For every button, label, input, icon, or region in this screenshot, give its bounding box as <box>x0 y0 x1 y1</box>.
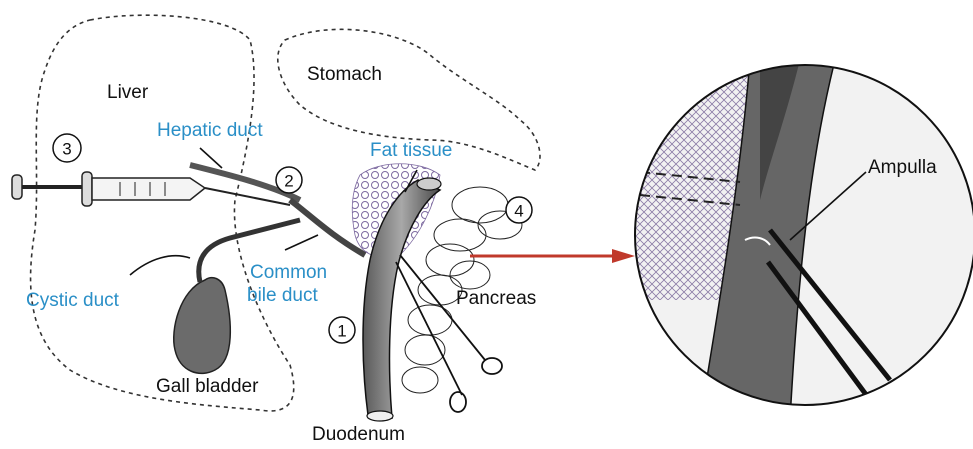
label-liver: Liver <box>107 82 149 103</box>
common-bile-duct-leader <box>285 235 318 250</box>
marker-2: 2 <box>284 172 293 191</box>
liver-outline <box>31 15 294 411</box>
marker-1: 1 <box>337 322 346 341</box>
syringe <box>12 172 290 206</box>
marker-4: 4 <box>514 202 523 221</box>
label-pancreas: Pancreas <box>456 288 536 309</box>
gall-bladder <box>174 278 231 374</box>
label-ampulla: Ampulla <box>868 157 937 178</box>
hepatic-duct-leader <box>200 148 222 168</box>
label-fat-tissue: Fat tissue <box>370 140 452 161</box>
zoom-arrow <box>470 249 635 263</box>
label-gall-bladder: Gall bladder <box>156 376 259 397</box>
marker-3: 3 <box>62 140 71 159</box>
label-cystic-duct: Cystic duct <box>26 290 120 311</box>
zoom-inset <box>630 60 973 420</box>
label-common-bile-duct-1: Common <box>250 262 327 283</box>
label-duodenum: Duodenum <box>312 424 405 444</box>
label-stomach: Stomach <box>307 64 382 85</box>
label-hepatic-duct: Hepatic duct <box>157 120 263 141</box>
clamp-instrument <box>396 255 502 412</box>
cystic-duct-leader <box>130 256 190 275</box>
label-common-bile-duct-2: bile duct <box>247 285 318 306</box>
